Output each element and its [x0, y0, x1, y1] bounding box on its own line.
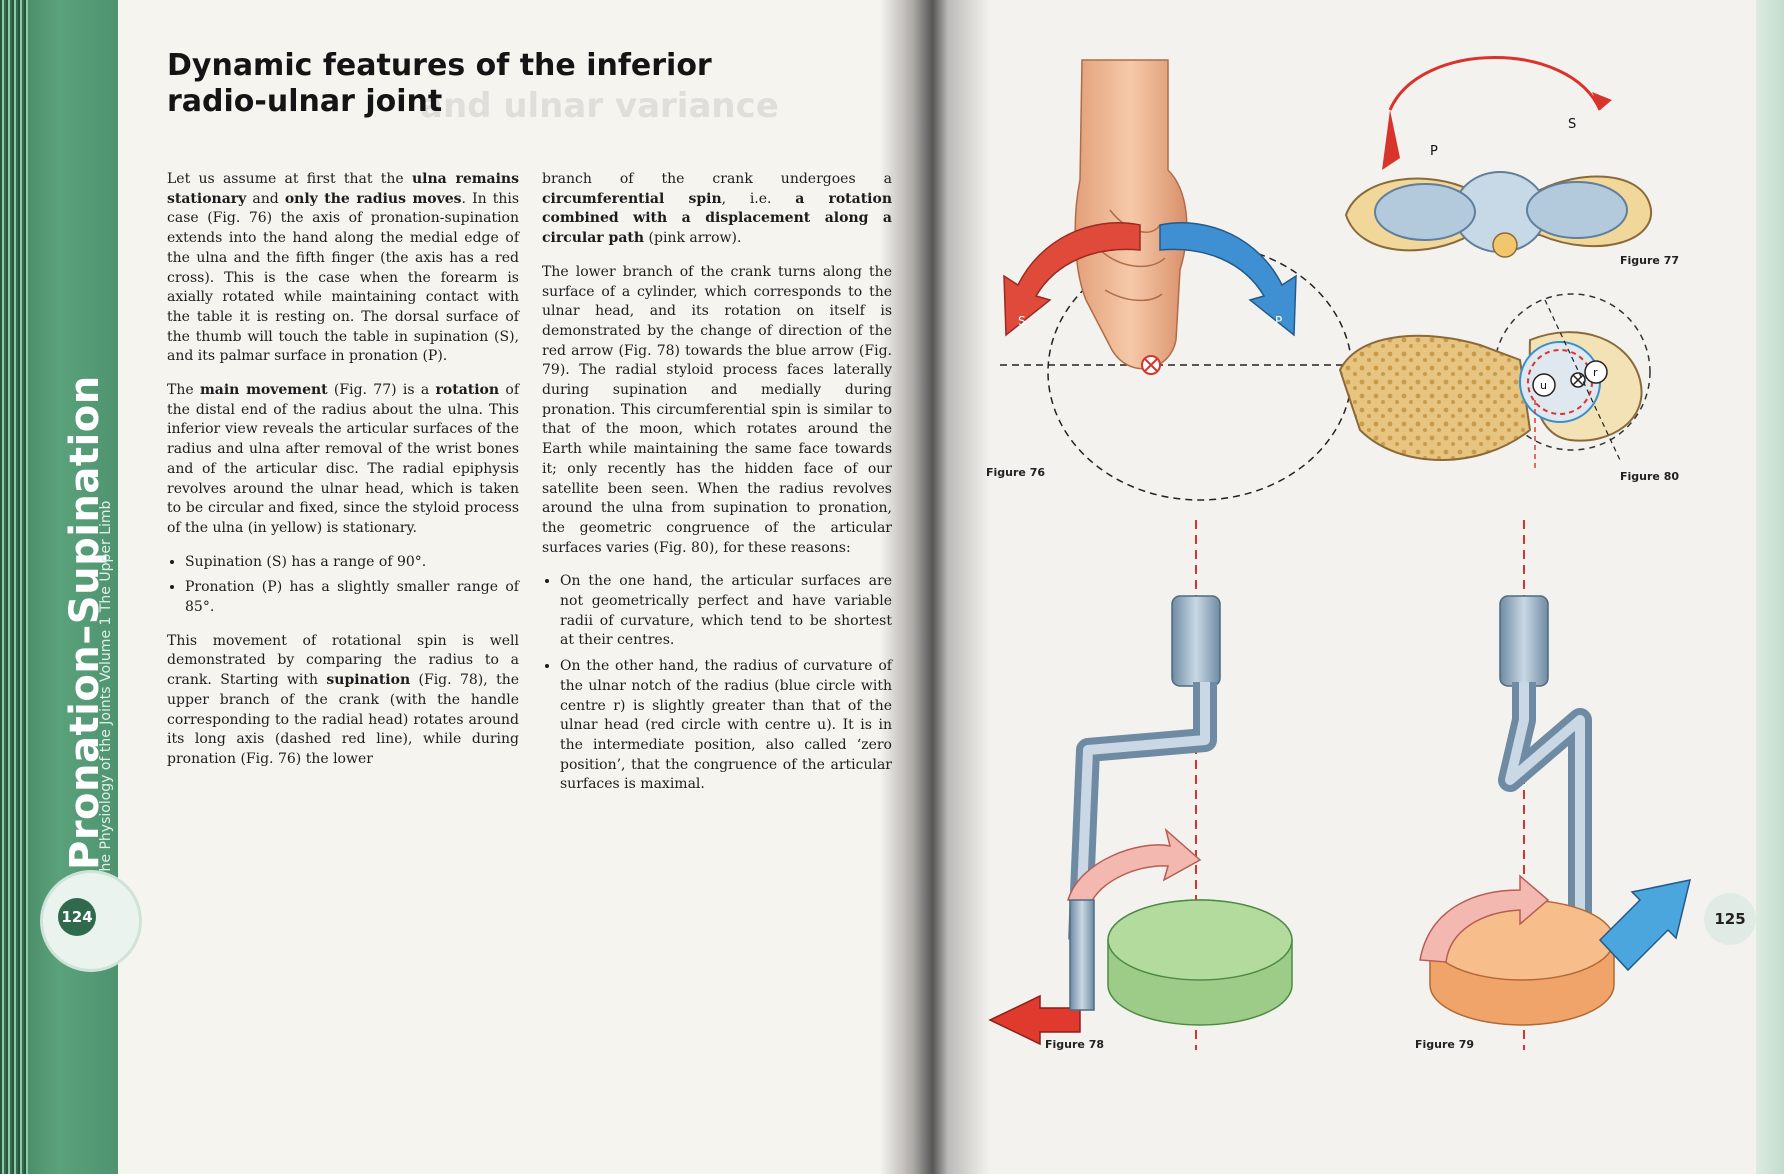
figure-76-label: Figure 76 [986, 466, 1046, 479]
bold-text: only the radius moves [284, 190, 462, 207]
list-item: On the one hand, the articular surfaces … [560, 572, 892, 651]
text-run: This movement of rotational spin is well… [167, 632, 519, 689]
text-column-2: branch of the crank undergoes a circumfe… [542, 170, 892, 809]
figure-76: S P [1000, 59, 1360, 501]
figure-78-label: Figure 78 [1045, 1038, 1105, 1051]
text-run: Let us assume at first that the [167, 171, 412, 187]
bold-text: a rotation combined with a displacement … [542, 190, 893, 247]
bullet-list: Supination (S) has a range of 90°. Prona… [167, 553, 519, 618]
book-spine-shadow [880, 0, 990, 1174]
left-page: Pronation–Supination The Physiology of t… [0, 0, 905, 1174]
figure-79 [1419, 520, 1692, 1050]
label-s: S [1568, 117, 1576, 132]
bold-text: circumferential spin [542, 190, 722, 207]
bullet-list: On the one hand, the articular surfaces … [542, 572, 892, 795]
page-number-right: 125 [1704, 893, 1756, 945]
page-title: Dynamic features of the inferior radio-u… [167, 48, 712, 119]
text-run: (Fig. 77) is a [327, 382, 436, 399]
paragraph: The lower branch of the crank turns alon… [542, 263, 892, 556]
page-number-disc [40, 870, 142, 972]
page-number-left: 124 [58, 898, 96, 936]
label-p: P [1430, 144, 1438, 159]
text-run: branch of the crank undergoes a [542, 171, 892, 187]
text-run: and [246, 190, 285, 207]
right-page-edge [1756, 0, 1784, 1174]
bold-text: main movement [199, 382, 328, 399]
paragraph: The main movement (Fig. 77) is a rotatio… [167, 381, 519, 539]
figure-80-label: Figure 80 [1620, 470, 1680, 483]
list-item: Supination (S) has a range of 90°. [185, 553, 519, 573]
figure-77-label: Figure 77 [1620, 254, 1680, 267]
show-through-heading: and ulnar variance [420, 86, 779, 126]
bold-text: rotation [435, 382, 500, 399]
list-item: On the other hand, the radius of curvatu… [560, 657, 892, 795]
page-edges [0, 0, 28, 1174]
label-s: S [1018, 314, 1026, 328]
label-p: P [1275, 314, 1282, 328]
figure-79-label: Figure 79 [1415, 1038, 1475, 1051]
list-item: Pronation (P) has a slightly smaller ran… [185, 578, 519, 617]
bold-text: supination [326, 672, 411, 689]
paragraph: branch of the crank undergoes a circumfe… [542, 170, 892, 249]
text-run: (pink arrow). [644, 230, 742, 247]
label-r: r [1593, 366, 1598, 379]
paragraph: This movement of rotational spin is well… [167, 632, 519, 770]
text-run: The [167, 382, 200, 399]
text-run: . In this case (Fig. 76) the axis of pro… [167, 190, 520, 365]
figure-77: P S [1344, 56, 1653, 258]
bold-text: ulna remains stationary [167, 171, 519, 207]
figure-80: u r [1338, 293, 1651, 470]
text-run: of the distal end of the radius about th… [167, 382, 519, 536]
text-column-1: Let us assume at first that the ulna rem… [167, 170, 519, 784]
text-run: , i.e. [721, 190, 796, 207]
figure-78 [988, 520, 1293, 1050]
text-run: (Fig. 78), the upper branch of the crank… [167, 672, 519, 767]
label-u: u [1540, 379, 1547, 392]
paragraph: Let us assume at first that the ulna rem… [167, 170, 519, 367]
